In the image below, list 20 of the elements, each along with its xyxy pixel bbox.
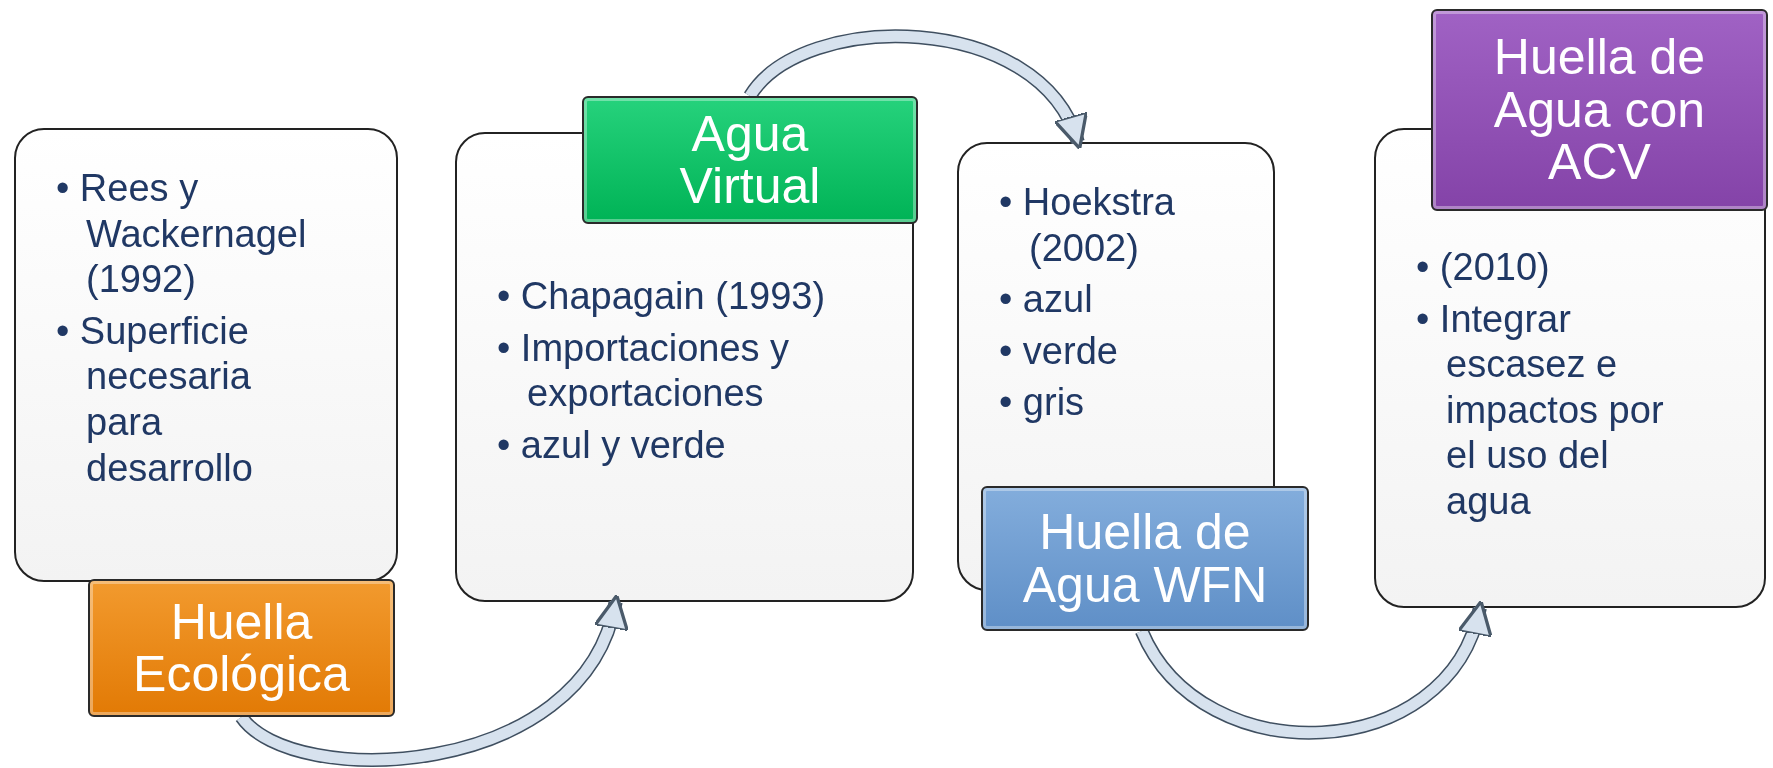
step-label-box — [981, 486, 1309, 631]
bullet-item: • gris — [999, 380, 1086, 426]
bullet-item: • azul — [999, 277, 1094, 323]
bullet-item: • Chapagain (1993) — [497, 274, 827, 319]
bullet-item: • verde — [999, 328, 1119, 374]
step-title: Huella de Agua con ACV — [1492, 31, 1707, 189]
step-title: Huella de Agua WFN — [1021, 506, 1269, 611]
step-label-box — [88, 579, 395, 717]
step-label-box — [1431, 9, 1768, 211]
content-card — [14, 128, 398, 582]
bullet-item: • Hoekstra (2002) — [999, 180, 1176, 271]
bullet-item: • Importaciones y exportaciones — [497, 325, 791, 417]
bullet-item: • Superficie necesaria para desarrollo — [56, 308, 254, 491]
bullet-item: • Integrar escasez e impactos por el uso del agua — [1416, 296, 1665, 524]
bullet-item: • azul y verde — [497, 422, 727, 468]
step-title: Agua Virtual — [678, 107, 822, 213]
step-title: Huella Ecológica — [132, 595, 351, 701]
step-label-box — [582, 96, 918, 224]
bullet-item: • (2010) — [1416, 245, 1551, 290]
bullet-item: • Rees y Wackernagel (1992) — [56, 166, 308, 303]
